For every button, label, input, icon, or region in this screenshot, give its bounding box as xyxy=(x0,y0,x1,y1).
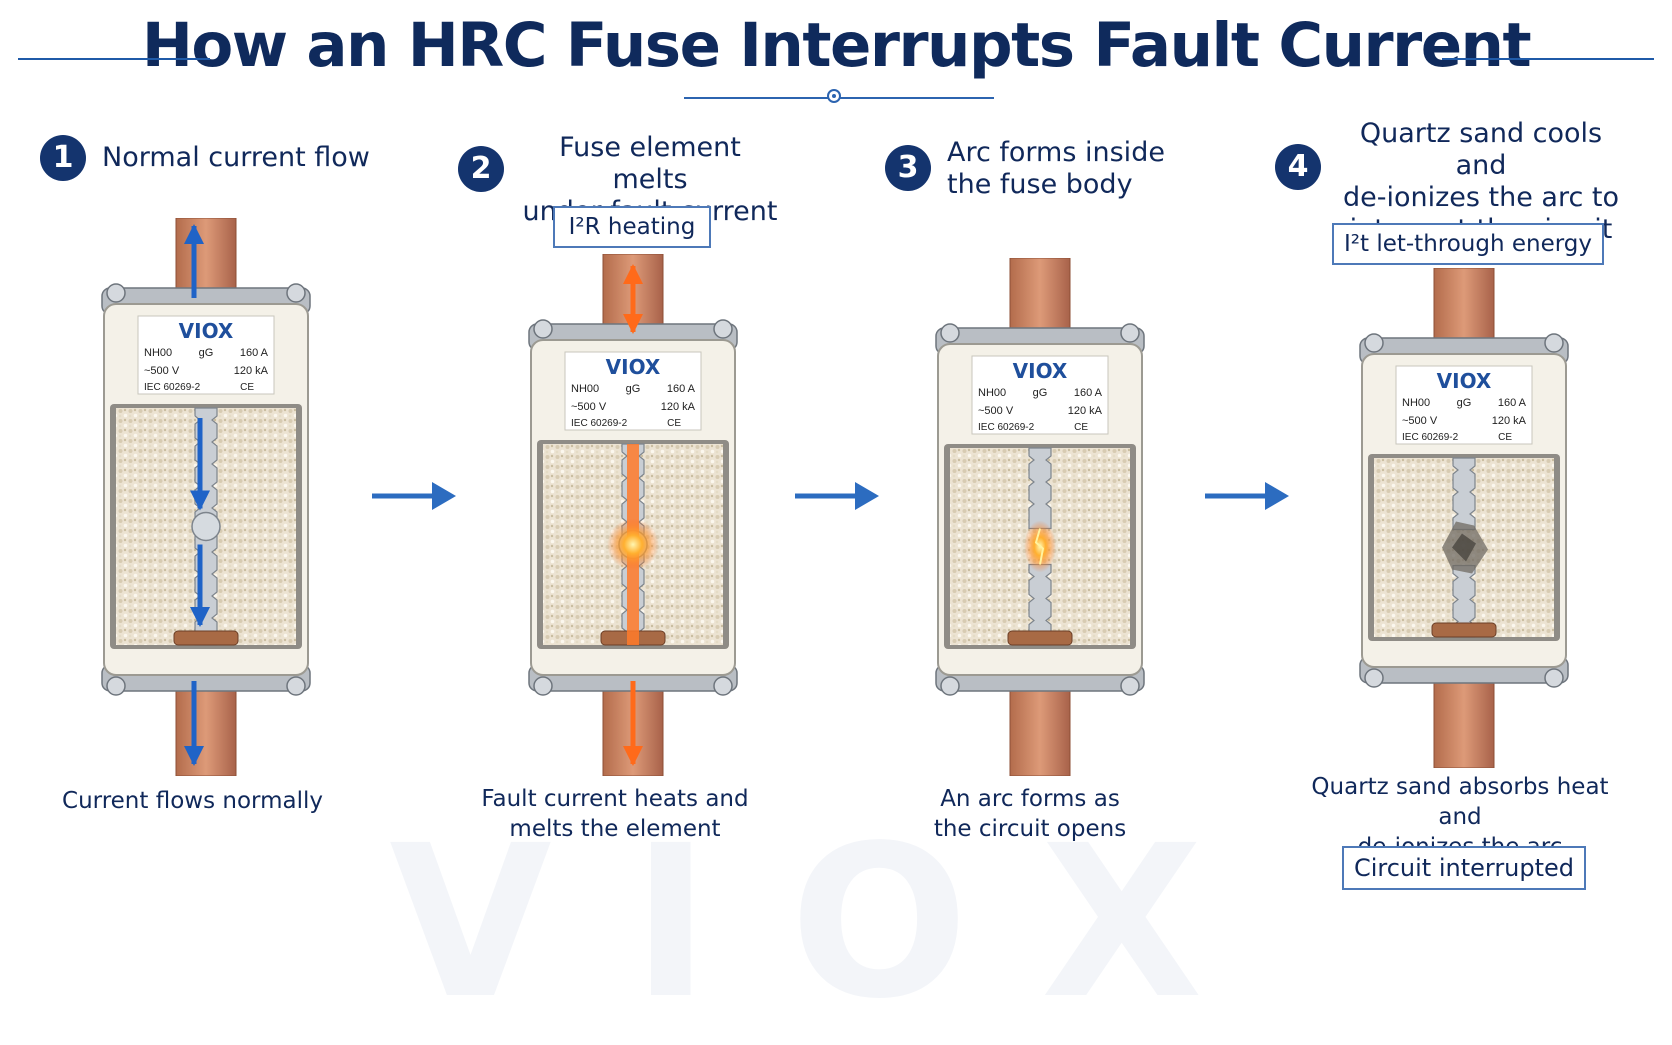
copper-blade-bottom xyxy=(1009,680,1071,776)
label-type: NH00 xyxy=(1402,397,1430,409)
label-ce-mark: CE xyxy=(240,382,254,393)
step-1-number: 1 xyxy=(40,135,86,181)
label-voltage: ~500 V xyxy=(571,401,607,413)
label-breaking: 120 kA xyxy=(1068,405,1103,417)
current-arrow-down-head xyxy=(184,746,204,766)
copper-blade-top xyxy=(1433,268,1495,349)
element-constriction xyxy=(191,511,221,542)
step-3-number: 3 xyxy=(885,145,931,191)
screw-icon xyxy=(1364,668,1384,688)
arrow-right-icon xyxy=(795,482,879,510)
current-arrow-mid-head xyxy=(190,490,210,511)
copper-blade-top xyxy=(1009,258,1071,339)
current-arrow-up-head xyxy=(184,224,204,244)
label-brand: VIOX xyxy=(1013,359,1068,383)
label-class: gG xyxy=(199,347,214,359)
label-ce-mark: CE xyxy=(1074,422,1088,433)
label-voltage: ~500 V xyxy=(1402,415,1438,427)
label-class: gG xyxy=(1457,397,1472,409)
rating-label xyxy=(564,351,702,431)
step-3-title: Arc forms inside the fuse body xyxy=(947,137,1165,200)
bottom-contact xyxy=(1431,622,1497,638)
screw-icon xyxy=(940,676,960,696)
label-breaking: 120 kA xyxy=(234,365,269,377)
label-brand: VIOX xyxy=(179,319,234,343)
page-title: How an HRC Fuse Interrupts Fault Current xyxy=(141,10,1532,81)
rating-label xyxy=(1395,365,1533,445)
step-4-tag: I²t let-through energy xyxy=(1332,223,1604,265)
arrow-right-icon xyxy=(1205,482,1289,510)
label-rating: 160 A xyxy=(1074,387,1103,399)
step-4-caption: Quartz sand absorbs heat and de-ionizes … xyxy=(1311,774,1609,860)
rating-label xyxy=(137,315,275,395)
fault-current-arrow-top-head xyxy=(623,264,643,284)
step-4-number: 4 xyxy=(1275,144,1321,190)
label-standard: IEC 60269-2 xyxy=(978,422,1035,433)
screw-icon xyxy=(1120,676,1140,696)
label-voltage: ~500 V xyxy=(978,405,1014,417)
label-voltage: ~500 V xyxy=(144,365,180,377)
label-breaking: 120 kA xyxy=(661,401,696,413)
label-class: gG xyxy=(626,383,641,395)
circuit-interrupted-badge: Circuit interrupted xyxy=(1342,846,1586,890)
screw-icon xyxy=(106,676,126,696)
step-2-tag: I²R heating xyxy=(553,206,711,248)
screw-icon xyxy=(286,676,306,696)
fuse-illustration-interrupted: VIOX NH00 gG 160 A ~500 V 120 kA IEC 60269-2 CE xyxy=(1359,268,1569,768)
fuse-element-upper xyxy=(1452,457,1476,531)
arc-spark xyxy=(1034,528,1045,565)
screw-icon xyxy=(1544,333,1564,353)
label-standard: IEC 60269-2 xyxy=(1402,432,1459,443)
label-rating: 160 A xyxy=(1498,397,1527,409)
label-breaking: 120 kA xyxy=(1492,415,1527,427)
title-rule-right xyxy=(1442,58,1654,60)
label-brand: VIOX xyxy=(1437,369,1492,393)
label-ce-mark: CE xyxy=(667,418,681,429)
label-type: NH00 xyxy=(571,383,599,395)
label-type: NH00 xyxy=(144,347,172,359)
screw-icon xyxy=(286,283,306,303)
screw-icon xyxy=(940,323,960,343)
screw-icon xyxy=(533,319,553,339)
title-rule-left xyxy=(18,58,210,60)
current-arrow-mid-head xyxy=(190,607,210,627)
bottom-contact xyxy=(173,630,239,646)
screw-icon xyxy=(1544,668,1564,688)
label-class: gG xyxy=(1033,387,1048,399)
bottom-contact xyxy=(1007,630,1073,646)
fuse-illustration-normal: VIOX NH00 gG 160 A ~500 V 120 kA IEC 60269-2 CE xyxy=(101,218,311,776)
label-standard: IEC 60269-2 xyxy=(571,418,628,429)
title-ornament-icon xyxy=(827,89,841,103)
label-type: NH00 xyxy=(978,387,1006,399)
label-rating: 160 A xyxy=(667,383,696,395)
screw-icon xyxy=(1364,333,1384,353)
fuse-illustration-melting: VIOX NH00 gG 160 A ~500 V 120 kA IEC 60269-2 CE xyxy=(528,254,738,776)
copper-blade-bottom xyxy=(175,680,237,776)
copper-blade-bottom xyxy=(1433,672,1495,768)
arrow-right-icon xyxy=(372,482,456,510)
fault-current-arrow-bottom-head xyxy=(623,746,643,766)
screw-icon xyxy=(533,676,553,696)
screw-icon xyxy=(1120,323,1140,343)
label-rating: 160 A xyxy=(240,347,269,359)
label-brand: VIOX xyxy=(606,355,661,379)
step-3-caption: An arc forms as the circuit opens xyxy=(933,786,1127,842)
label-ce-mark: CE xyxy=(1498,432,1512,443)
screw-icon xyxy=(713,676,733,696)
screw-icon xyxy=(106,283,126,303)
step-1-title: Normal current flow xyxy=(102,142,370,173)
screw-icon xyxy=(713,319,733,339)
rating-label xyxy=(971,355,1109,435)
fulgurite xyxy=(1452,533,1476,562)
fuse-illustration-arc: VIOX NH00 gG 160 A ~500 V 120 kA IEC 60269-2 CE xyxy=(935,258,1145,776)
melt-point-glow xyxy=(607,518,659,571)
fault-current-arrow-top-head xyxy=(623,314,643,334)
label-standard: IEC 60269-2 xyxy=(144,382,201,393)
copper-blade-top xyxy=(175,218,237,299)
step-2-caption: Fault current heats and melts the elemen… xyxy=(481,786,749,842)
step-2-number: 2 xyxy=(458,146,504,192)
step-1-caption: Current flows normally xyxy=(62,788,323,814)
